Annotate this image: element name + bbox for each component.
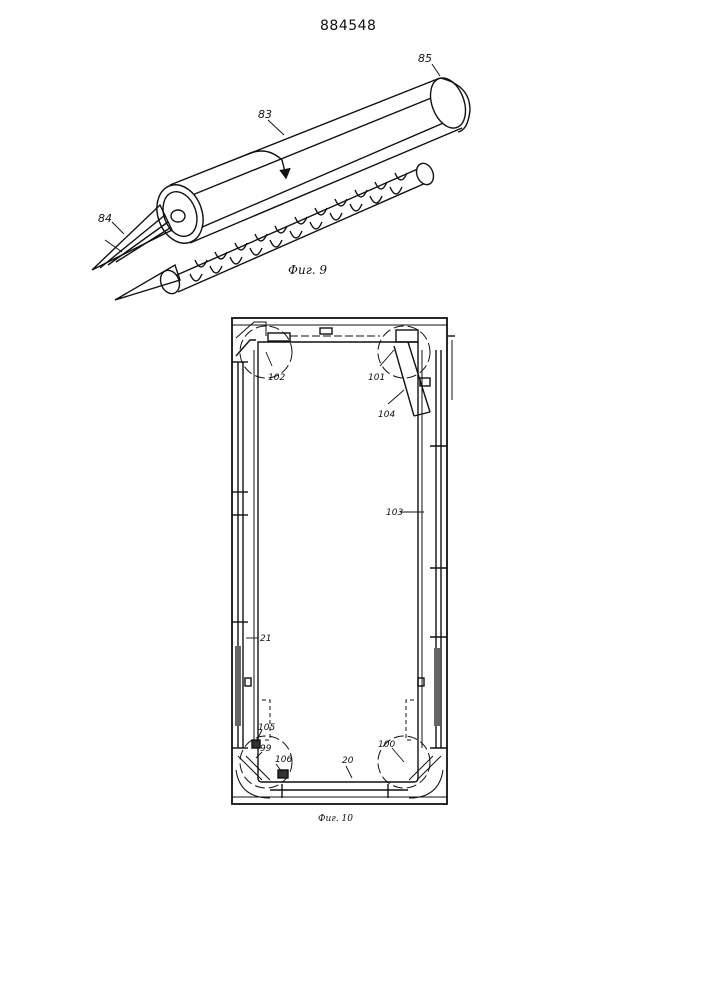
label-21: 21 <box>260 634 271 644</box>
label-106: 106 <box>275 755 292 765</box>
label-84: 84 <box>98 212 112 225</box>
label-105: 105 <box>258 723 275 733</box>
figure-9 <box>92 64 472 300</box>
leader-lines <box>246 350 424 778</box>
label-103: 103 <box>386 508 403 518</box>
label-104: 104 <box>378 410 395 420</box>
label-99: 99 <box>260 744 272 754</box>
label-101: 101 <box>368 373 385 383</box>
inclined-member-104 <box>394 342 430 416</box>
label-20: 20 <box>342 756 354 766</box>
figure-10-caption: Фиг. 10 <box>318 814 353 824</box>
label-83: 83 <box>258 108 272 121</box>
left-clamps <box>232 362 251 748</box>
inner-frame <box>258 342 418 782</box>
label-85: 85 <box>418 52 432 65</box>
label-102: 102 <box>268 373 285 383</box>
figure-9-caption: Фиг. 9 <box>288 263 327 277</box>
label-100: 100 <box>378 740 395 750</box>
